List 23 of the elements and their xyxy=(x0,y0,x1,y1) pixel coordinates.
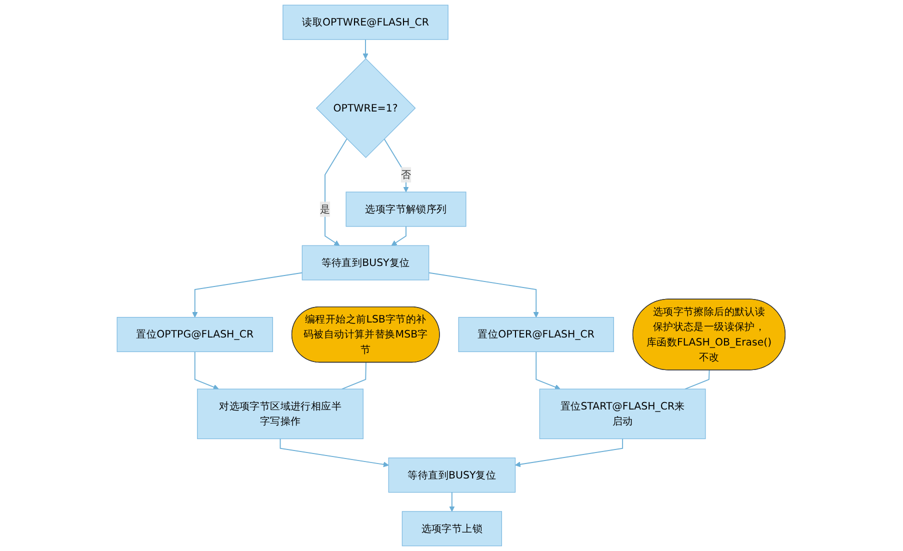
arrow xyxy=(515,438,624,468)
node-box: 等待直到BUSY复位 xyxy=(302,245,430,280)
arrow xyxy=(324,138,348,246)
arrow xyxy=(428,272,540,318)
node-box: 置位OPTPG@FLASH_CR xyxy=(117,316,274,352)
node-box: 等待直到BUSY复位 xyxy=(388,458,516,493)
arrow xyxy=(536,351,561,390)
arrow xyxy=(194,351,220,390)
node-box: 置位START@FLASH_CR来启动 xyxy=(540,388,706,440)
edge-label: 是 xyxy=(320,202,330,215)
node-box: 置位OPTER@FLASH_CR xyxy=(458,316,614,352)
arrow xyxy=(280,438,390,468)
node-box: 选项字节上锁 xyxy=(402,511,502,546)
edge-label: 否 xyxy=(401,168,412,181)
arrow xyxy=(192,272,303,318)
node-box: 选项字节解锁序列 xyxy=(346,192,467,227)
node-box: 读取OPTWRE@FLASH_CR xyxy=(282,4,449,40)
node-diamond: OPTWRE=1? xyxy=(316,58,416,158)
arrow xyxy=(449,492,456,512)
connector xyxy=(684,370,710,390)
arrow xyxy=(363,39,369,59)
arrow xyxy=(392,226,407,246)
node-box: 对选项字节区域进行相应半字写操作 xyxy=(197,388,364,440)
